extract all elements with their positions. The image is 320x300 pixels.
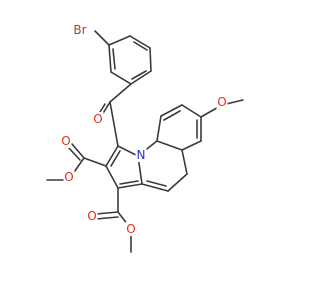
label-background: [63, 170, 75, 184]
ester-carbonyl-oxygen-label: O: [61, 134, 70, 148]
bond: [163, 110, 181, 121]
bond: [94, 30, 110, 46]
bond: [71, 143, 85, 159]
bond: [109, 83, 132, 103]
bond: [156, 115, 162, 142]
label-background: [92, 112, 104, 126]
molecule-structure: BrO N O O O O O: [46, 23, 244, 253]
bond: [112, 48, 116, 70]
bond: [160, 104, 183, 117]
ketone-oxygen-label: O: [93, 112, 102, 126]
bond: [95, 216, 119, 220]
bond: [141, 183, 169, 192]
bond: [129, 35, 151, 49]
bond: [181, 140, 202, 151]
bond: [133, 41, 148, 51]
bond: [130, 70, 152, 85]
bond: [167, 173, 188, 192]
bond: [105, 165, 119, 189]
label-background: [86, 209, 98, 223]
ester-carbonyl-oxygen-label: O: [87, 209, 96, 223]
atom-labels: BrO N O O O O O: [60, 23, 228, 236]
bond: [131, 70, 147, 80]
bond: [156, 140, 183, 151]
bond: [67, 146, 81, 161]
bond: [117, 183, 143, 189]
label-background: [125, 222, 137, 236]
ester-ether-oxygen-label: O: [64, 170, 73, 184]
bond: [83, 157, 107, 167]
label-background: [135, 148, 147, 162]
bond: [181, 149, 188, 175]
bromine-atom-label: Br: [73, 23, 86, 37]
nitrogen-atom-label: N: [137, 148, 146, 162]
bond: [108, 35, 131, 46]
ester-ether-oxygen-label: O: [126, 222, 135, 236]
bond: [108, 44, 112, 73]
bond: [181, 104, 202, 118]
bond: [117, 145, 139, 157]
methoxy-oxygen-label: O: [217, 95, 226, 109]
label-background: [71, 23, 89, 37]
bonds: [46, 30, 244, 253]
bond: [110, 150, 121, 167]
bond: [105, 145, 119, 167]
label-background: [60, 134, 72, 148]
bond: [146, 180, 167, 187]
bond: [110, 71, 132, 85]
bond: [109, 101, 119, 147]
bond: [149, 47, 152, 72]
label-background: [216, 95, 228, 109]
bond: [95, 211, 119, 215]
bond: [119, 180, 139, 185]
